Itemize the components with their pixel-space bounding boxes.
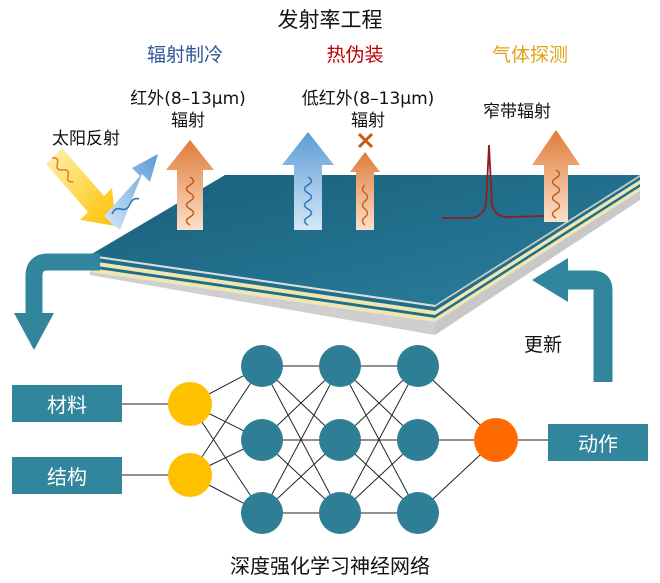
solar-reflected-arrow [104, 154, 158, 230]
update-label: 更新 [524, 334, 563, 356]
hidden-node [397, 419, 439, 461]
narrowband-spectrum-curve [442, 144, 546, 219]
blocked-ir-arrow [350, 152, 380, 230]
input-node-material [168, 382, 212, 426]
hidden-node [397, 345, 439, 387]
low-ir-emission-label: 低红外(8–13μm) 辐射 [288, 88, 448, 132]
ir-emission-arrow [166, 140, 214, 230]
main-title: 发射率工程 [277, 8, 383, 32]
ir-emission-label-line1: 红外(8–13μm) [130, 89, 246, 109]
low-ir-blue-arrow [282, 132, 334, 230]
slab-top-surface [90, 175, 640, 305]
emitter-slab [90, 175, 640, 335]
hidden-node [319, 419, 361, 461]
solar-incoming-arrow [46, 148, 116, 226]
solar-reflection-label: 太阳反射 [52, 129, 120, 149]
hidden-node [319, 345, 361, 387]
network-caption: 深度强化学习神经网络 [230, 554, 430, 578]
hidden-node [397, 492, 439, 534]
input-node-structure [168, 453, 212, 497]
input-box-material: 材料 [12, 385, 122, 422]
blocked-x-icon [357, 132, 374, 149]
hidden-node [241, 492, 283, 534]
ir-emission-label-line2: 辐射 [171, 111, 205, 131]
low-ir-emission-label-line2: 辐射 [351, 111, 385, 131]
hidden-layer-2 [319, 345, 361, 534]
feedback-arrow-left [14, 253, 100, 350]
narrowband-emission-label: 窄带辐射 [483, 102, 551, 122]
category-thermal-camouflage: 热伪装 [326, 44, 384, 66]
hidden-node [241, 419, 283, 461]
category-radiative-cooling: 辐射制冷 [146, 44, 223, 66]
output-box-action: 动作 [548, 424, 648, 461]
ir-emission-label: 红外(8–13μm) 辐射 [118, 88, 258, 132]
hidden-node [241, 345, 283, 387]
hidden-layer-3 [397, 345, 439, 534]
low-ir-emission-label-line1: 低红外(8–13μm) [301, 89, 435, 109]
category-gas-detection: 气体探测 [491, 44, 568, 66]
narrowband-emission-arrow [532, 130, 580, 222]
update-arrow-right [532, 258, 613, 382]
hidden-node [319, 492, 361, 534]
input-box-structure: 结构 [12, 457, 122, 494]
output-node-action [474, 418, 518, 462]
hidden-layer-1 [241, 345, 283, 534]
